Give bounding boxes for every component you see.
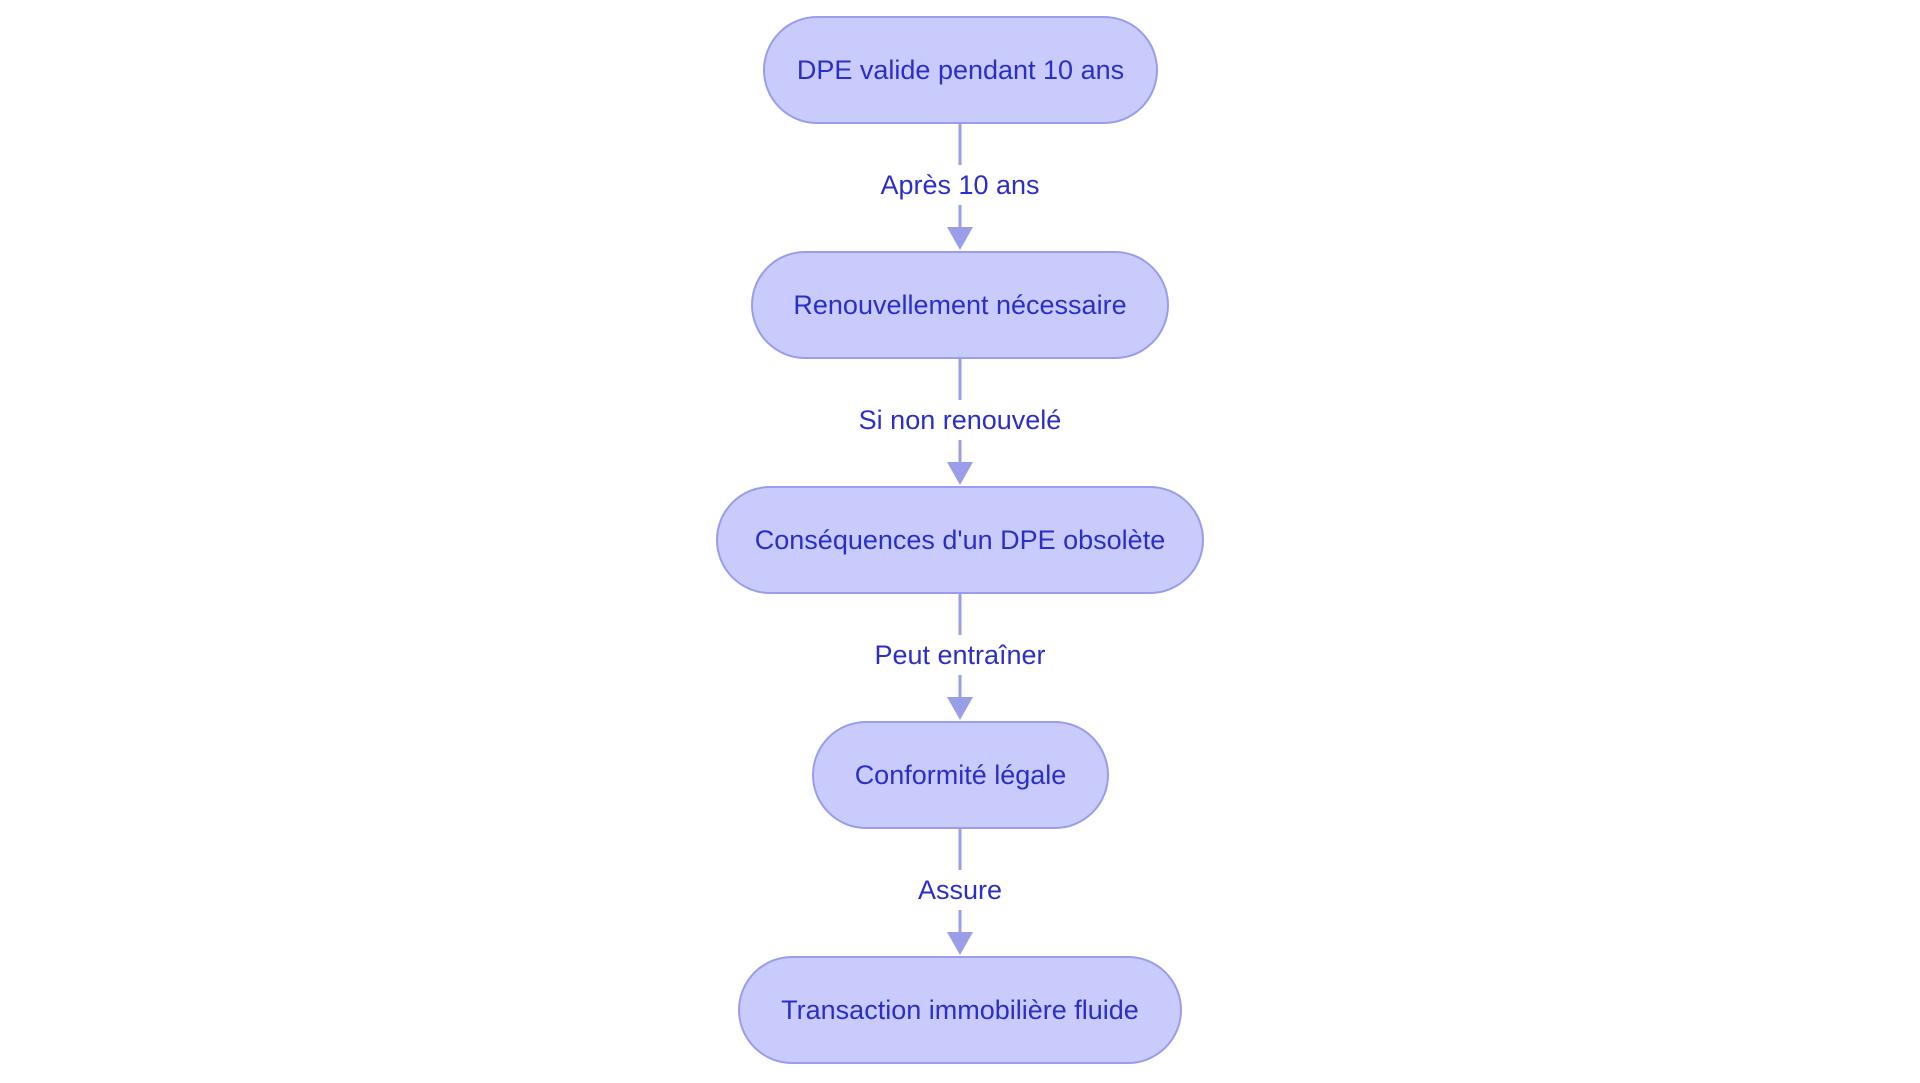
node-label: Renouvellement nécessaire: [793, 289, 1127, 320]
arrowhead-icon: [947, 227, 973, 250]
edge-label-after-10-years: Après 10 ans: [760, 165, 1160, 205]
edge-label-text: Après 10 ans: [878, 170, 1042, 200]
node-label: Transaction immobilière fluide: [781, 994, 1139, 1025]
edge-label-may-cause: Peut entraîner: [760, 635, 1160, 675]
edge-label-text: Assure: [915, 875, 1005, 905]
edge-label-text: Peut entraîner: [872, 640, 1048, 670]
node-dpe-valid: DPE valide pendant 10 ans: [763, 16, 1158, 124]
node-renewal-needed: Renouvellement nécessaire: [751, 251, 1169, 359]
node-legal-compliance: Conformité légale: [812, 721, 1109, 829]
node-label: Conformité légale: [854, 759, 1067, 790]
node-smooth-transaction: Transaction immobilière fluide: [738, 956, 1182, 1064]
arrowhead-icon: [947, 697, 973, 720]
edge-label-text: Si non renouvelé: [856, 405, 1064, 435]
arrowhead-icon: [947, 462, 973, 485]
node-label: Conséquences d'un DPE obsolète: [754, 524, 1166, 555]
node-label: DPE valide pendant 10 ans: [796, 54, 1125, 85]
node-obsolete-consequences: Conséquences d'un DPE obsolète: [716, 486, 1204, 594]
edge-label-if-not-renewed: Si non renouvelé: [760, 400, 1160, 440]
arrowhead-icon: [947, 932, 973, 955]
edge-label-ensures: Assure: [760, 870, 1160, 910]
